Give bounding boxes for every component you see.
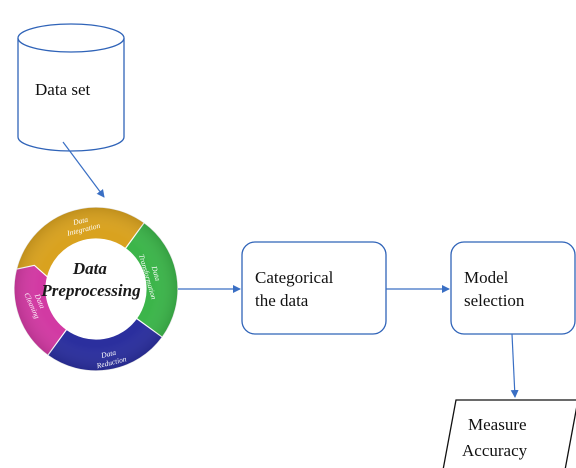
ring-shading	[14, 207, 178, 371]
dataset-cylinder: Data set	[17, 23, 125, 152]
model-selection-box: Model selection	[450, 241, 576, 335]
measure-accuracy-shape: Measure Accuracy	[442, 399, 576, 468]
preprocessing-title: Data Preprocessing	[40, 259, 141, 300]
dataset-label: Data set	[35, 80, 91, 99]
arrow-model-to-measure	[510, 333, 519, 398]
measure-accuracy-label: Measure Accuracy	[462, 415, 531, 460]
preprocessing-ring: Data Integration Data Transformation Dat…	[13, 206, 179, 372]
model-selection-label: Model selection	[464, 268, 525, 310]
arrow-dataset-to-preprocessing	[62, 141, 105, 198]
categorical-box: Categorical the data	[241, 241, 387, 335]
categorical-label: Categorical the data	[255, 268, 338, 310]
